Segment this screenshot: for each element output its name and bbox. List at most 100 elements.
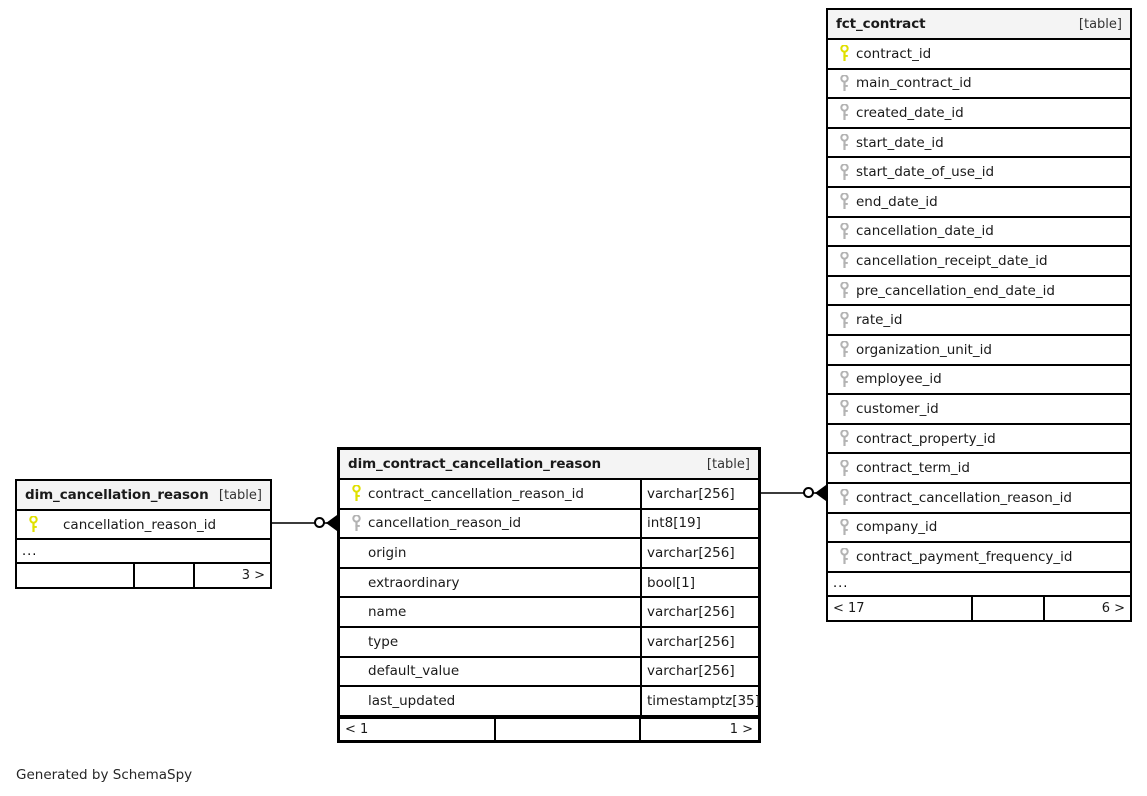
- pagination-next[interactable]: 6 >: [1101, 600, 1125, 616]
- column-label: employee_id: [856, 371, 942, 388]
- generated-by-label: Generated by SchemaSpy: [16, 767, 193, 783]
- foreign-key-icon: [834, 74, 854, 92]
- table-pagination-footer[interactable]: < 1 1 >: [340, 716, 758, 740]
- column-name-cell: contract_id: [828, 40, 1130, 68]
- table-row[interactable]: start_date_of_use_id: [828, 158, 1130, 188]
- column-label: extraordinary: [368, 574, 460, 591]
- pagination-next[interactable]: 1 >: [729, 721, 753, 737]
- table-row[interactable]: contract_id: [828, 40, 1130, 70]
- table-row[interactable]: cancellation_date_id: [828, 218, 1130, 248]
- table-dim-cancellation-reason[interactable]: dim_cancellation_reason [table] cancella…: [15, 479, 272, 589]
- column-name-cell: type: [340, 628, 640, 656]
- column-name-cell: contract_property_id: [828, 425, 1130, 453]
- column-label: origin: [368, 544, 407, 561]
- pagination-middle[interactable]: [135, 564, 195, 587]
- column-label: contract_id: [856, 45, 932, 62]
- table-row[interactable]: organization_unit_id: [828, 336, 1130, 366]
- table-row[interactable]: employee_id: [828, 366, 1130, 396]
- column-name-cell: cancellation_reason_id: [17, 511, 270, 538]
- column-label: organization_unit_id: [856, 341, 992, 358]
- column-label: cancellation_date_id: [856, 223, 994, 240]
- table-pagination-footer[interactable]: < 17 6 >: [828, 596, 1130, 620]
- column-name-cell: customer_id: [828, 395, 1130, 423]
- relationship-optional-marker-left: [314, 517, 325, 528]
- column-label: customer_id: [856, 400, 939, 417]
- primary-key-icon: [346, 485, 366, 502]
- table-row[interactable]: pre_cancellation_end_date_id: [828, 277, 1130, 307]
- table-row[interactable]: main_contract_id: [828, 70, 1130, 100]
- column-name-cell: cancellation_date_id: [828, 218, 1130, 246]
- foreign-key-icon: [834, 134, 854, 151]
- column-name-cell: start_date_id: [828, 129, 1130, 157]
- table-row[interactable]: rate_id: [828, 306, 1130, 336]
- column-label: created_date_id: [856, 104, 964, 121]
- table-row[interactable]: contract_term_id: [828, 454, 1130, 484]
- column-type-cell: varchar[256]: [640, 480, 758, 508]
- column-name-cell: default_value: [340, 658, 640, 686]
- table-row[interactable]: start_date_id: [828, 129, 1130, 159]
- table-row[interactable]: name varchar[256]: [340, 598, 758, 628]
- table-fct-contract[interactable]: fct_contract [table] contract_id: [826, 8, 1132, 622]
- foreign-key-icon: [834, 370, 854, 388]
- table-row[interactable]: created_date_id: [828, 99, 1130, 129]
- table-row[interactable]: default_value varchar[256]: [340, 657, 758, 688]
- table-row[interactable]: contract_cancellation_reason_id varchar[…: [340, 480, 758, 510]
- table-row[interactable]: contract_payment_frequency_id: [828, 543, 1130, 573]
- column-label: main_contract_id: [856, 75, 972, 92]
- column-name-cell: company_id: [828, 514, 1130, 542]
- column-type-cell: varchar[256]: [640, 657, 758, 686]
- column-label: contract_cancellation_reason_id: [368, 485, 584, 502]
- table-row[interactable]: origin varchar[256]: [340, 539, 758, 569]
- column-name-cell: created_date_id: [828, 99, 1130, 127]
- column-type-cell: bool[1]: [640, 568, 758, 597]
- pagination-prev[interactable]: [17, 564, 135, 587]
- column-name-cell: cancellation_reason_id: [340, 510, 640, 538]
- foreign-key-icon: [834, 252, 854, 269]
- column-name-cell: last_updated: [340, 687, 640, 715]
- table-type-tag: [table]: [218, 487, 262, 503]
- table-row-contract-cancellation-reason-id[interactable]: contract_cancellation_reason_id: [828, 484, 1130, 514]
- column-type-cell: timestamptz[35]: [640, 687, 760, 715]
- column-label: cancellation_reason_id: [63, 516, 217, 533]
- pagination-next[interactable]: 3 >: [241, 568, 265, 583]
- table-row[interactable]: cancellation_receipt_date_id: [828, 247, 1130, 277]
- table-header-dim-contract-cancellation-reason: dim_contract_cancellation_reason [table]: [340, 450, 758, 480]
- foreign-key-icon: [834, 104, 854, 121]
- column-label: type: [368, 633, 399, 650]
- column-name-cell: contract_cancellation_reason_id: [828, 484, 1130, 512]
- foreign-key-icon: [834, 430, 854, 447]
- pagination-middle[interactable]: [496, 718, 641, 740]
- column-type-cell: varchar[256]: [640, 598, 758, 626]
- more-columns-indicator: ...: [828, 573, 1130, 597]
- table-row[interactable]: extraordinary bool[1]: [340, 568, 758, 599]
- table-row[interactable]: cancellation_reason_id: [17, 511, 270, 540]
- foreign-key-icon: [834, 459, 854, 477]
- column-label: pre_cancellation_end_date_id: [856, 282, 1055, 299]
- table-row[interactable]: last_updated timestamptz[35]: [340, 687, 760, 717]
- more-columns-indicator: ...: [17, 540, 270, 564]
- foreign-key-icon: [834, 311, 854, 329]
- pagination-prev[interactable]: < 1: [340, 718, 496, 740]
- table-row[interactable]: end_date_id: [828, 188, 1130, 218]
- foreign-key-icon: [834, 341, 854, 358]
- column-name-cell: contract_term_id: [828, 454, 1130, 482]
- foreign-key-icon: [834, 282, 854, 299]
- table-row[interactable]: customer_id: [828, 395, 1130, 425]
- table-header-fct-contract: fct_contract [table]: [828, 10, 1130, 40]
- table-dim-contract-cancellation-reason[interactable]: dim_contract_cancellation_reason [table]…: [337, 447, 761, 743]
- pagination-prev[interactable]: < 17: [828, 596, 973, 620]
- column-name-cell: end_date_id: [828, 188, 1130, 216]
- table-row[interactable]: type varchar[256]: [340, 627, 758, 658]
- table-row[interactable]: company_id: [828, 514, 1130, 544]
- foreign-key-icon: [346, 514, 366, 532]
- table-pagination-footer[interactable]: 3 >: [17, 564, 270, 587]
- relationship-line-cancellation-reason: [272, 522, 338, 524]
- table-row[interactable]: cancellation_reason_id int8[19]: [340, 509, 758, 540]
- foreign-key-icon: [834, 163, 854, 181]
- column-name-cell: start_date_of_use_id: [828, 158, 1130, 186]
- column-name-cell: cancellation_receipt_date_id: [828, 247, 1130, 275]
- table-row[interactable]: contract_property_id: [828, 425, 1130, 455]
- column-name-cell: main_contract_id: [828, 70, 1130, 98]
- pagination-middle[interactable]: [973, 596, 1045, 620]
- table-title: dim_contract_cancellation_reason: [348, 456, 602, 472]
